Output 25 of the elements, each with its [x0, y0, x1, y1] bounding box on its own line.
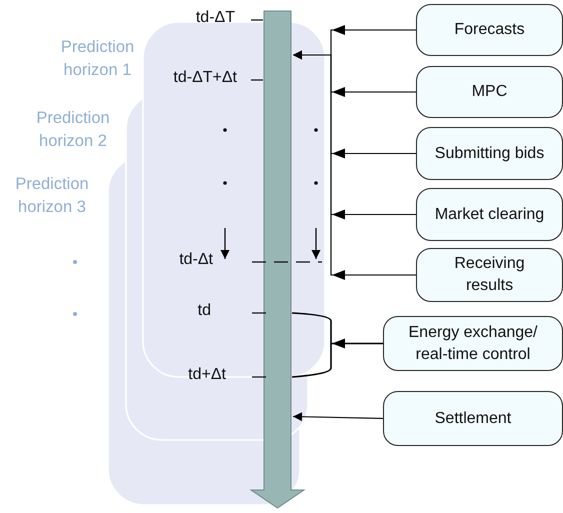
box-label: Settlement [434, 408, 512, 428]
box-label: Receiving results [453, 254, 526, 296]
time-label: td-Δt [179, 251, 213, 269]
process-box [383, 391, 563, 446]
time-label: td [198, 302, 211, 320]
connector [292, 312, 383, 344]
process-box [383, 316, 563, 371]
horizon-label: Prediction horizon 2 [35, 108, 111, 152]
box-label: Forecasts [454, 20, 525, 40]
horizon-label: Prediction horizon 1 [60, 37, 136, 81]
box-label: Energy exchange/ real-time control [408, 322, 538, 364]
process-box [416, 188, 563, 241]
box-label: Market clearing [434, 204, 544, 224]
box-label: Submitting bids [434, 144, 544, 164]
time-label: td-ΔT+Δt [173, 69, 237, 87]
connector [293, 50, 416, 276]
time-label: td-ΔT [196, 9, 235, 27]
connector [292, 412, 384, 422]
process-box [416, 127, 563, 180]
horizon-label: Prediction horizon 3 [14, 174, 90, 218]
time-label: td+Δt [188, 366, 226, 384]
process-box [416, 66, 563, 118]
process-box [416, 4, 563, 56]
process-box [416, 248, 563, 302]
box-label: MPC [472, 82, 508, 102]
